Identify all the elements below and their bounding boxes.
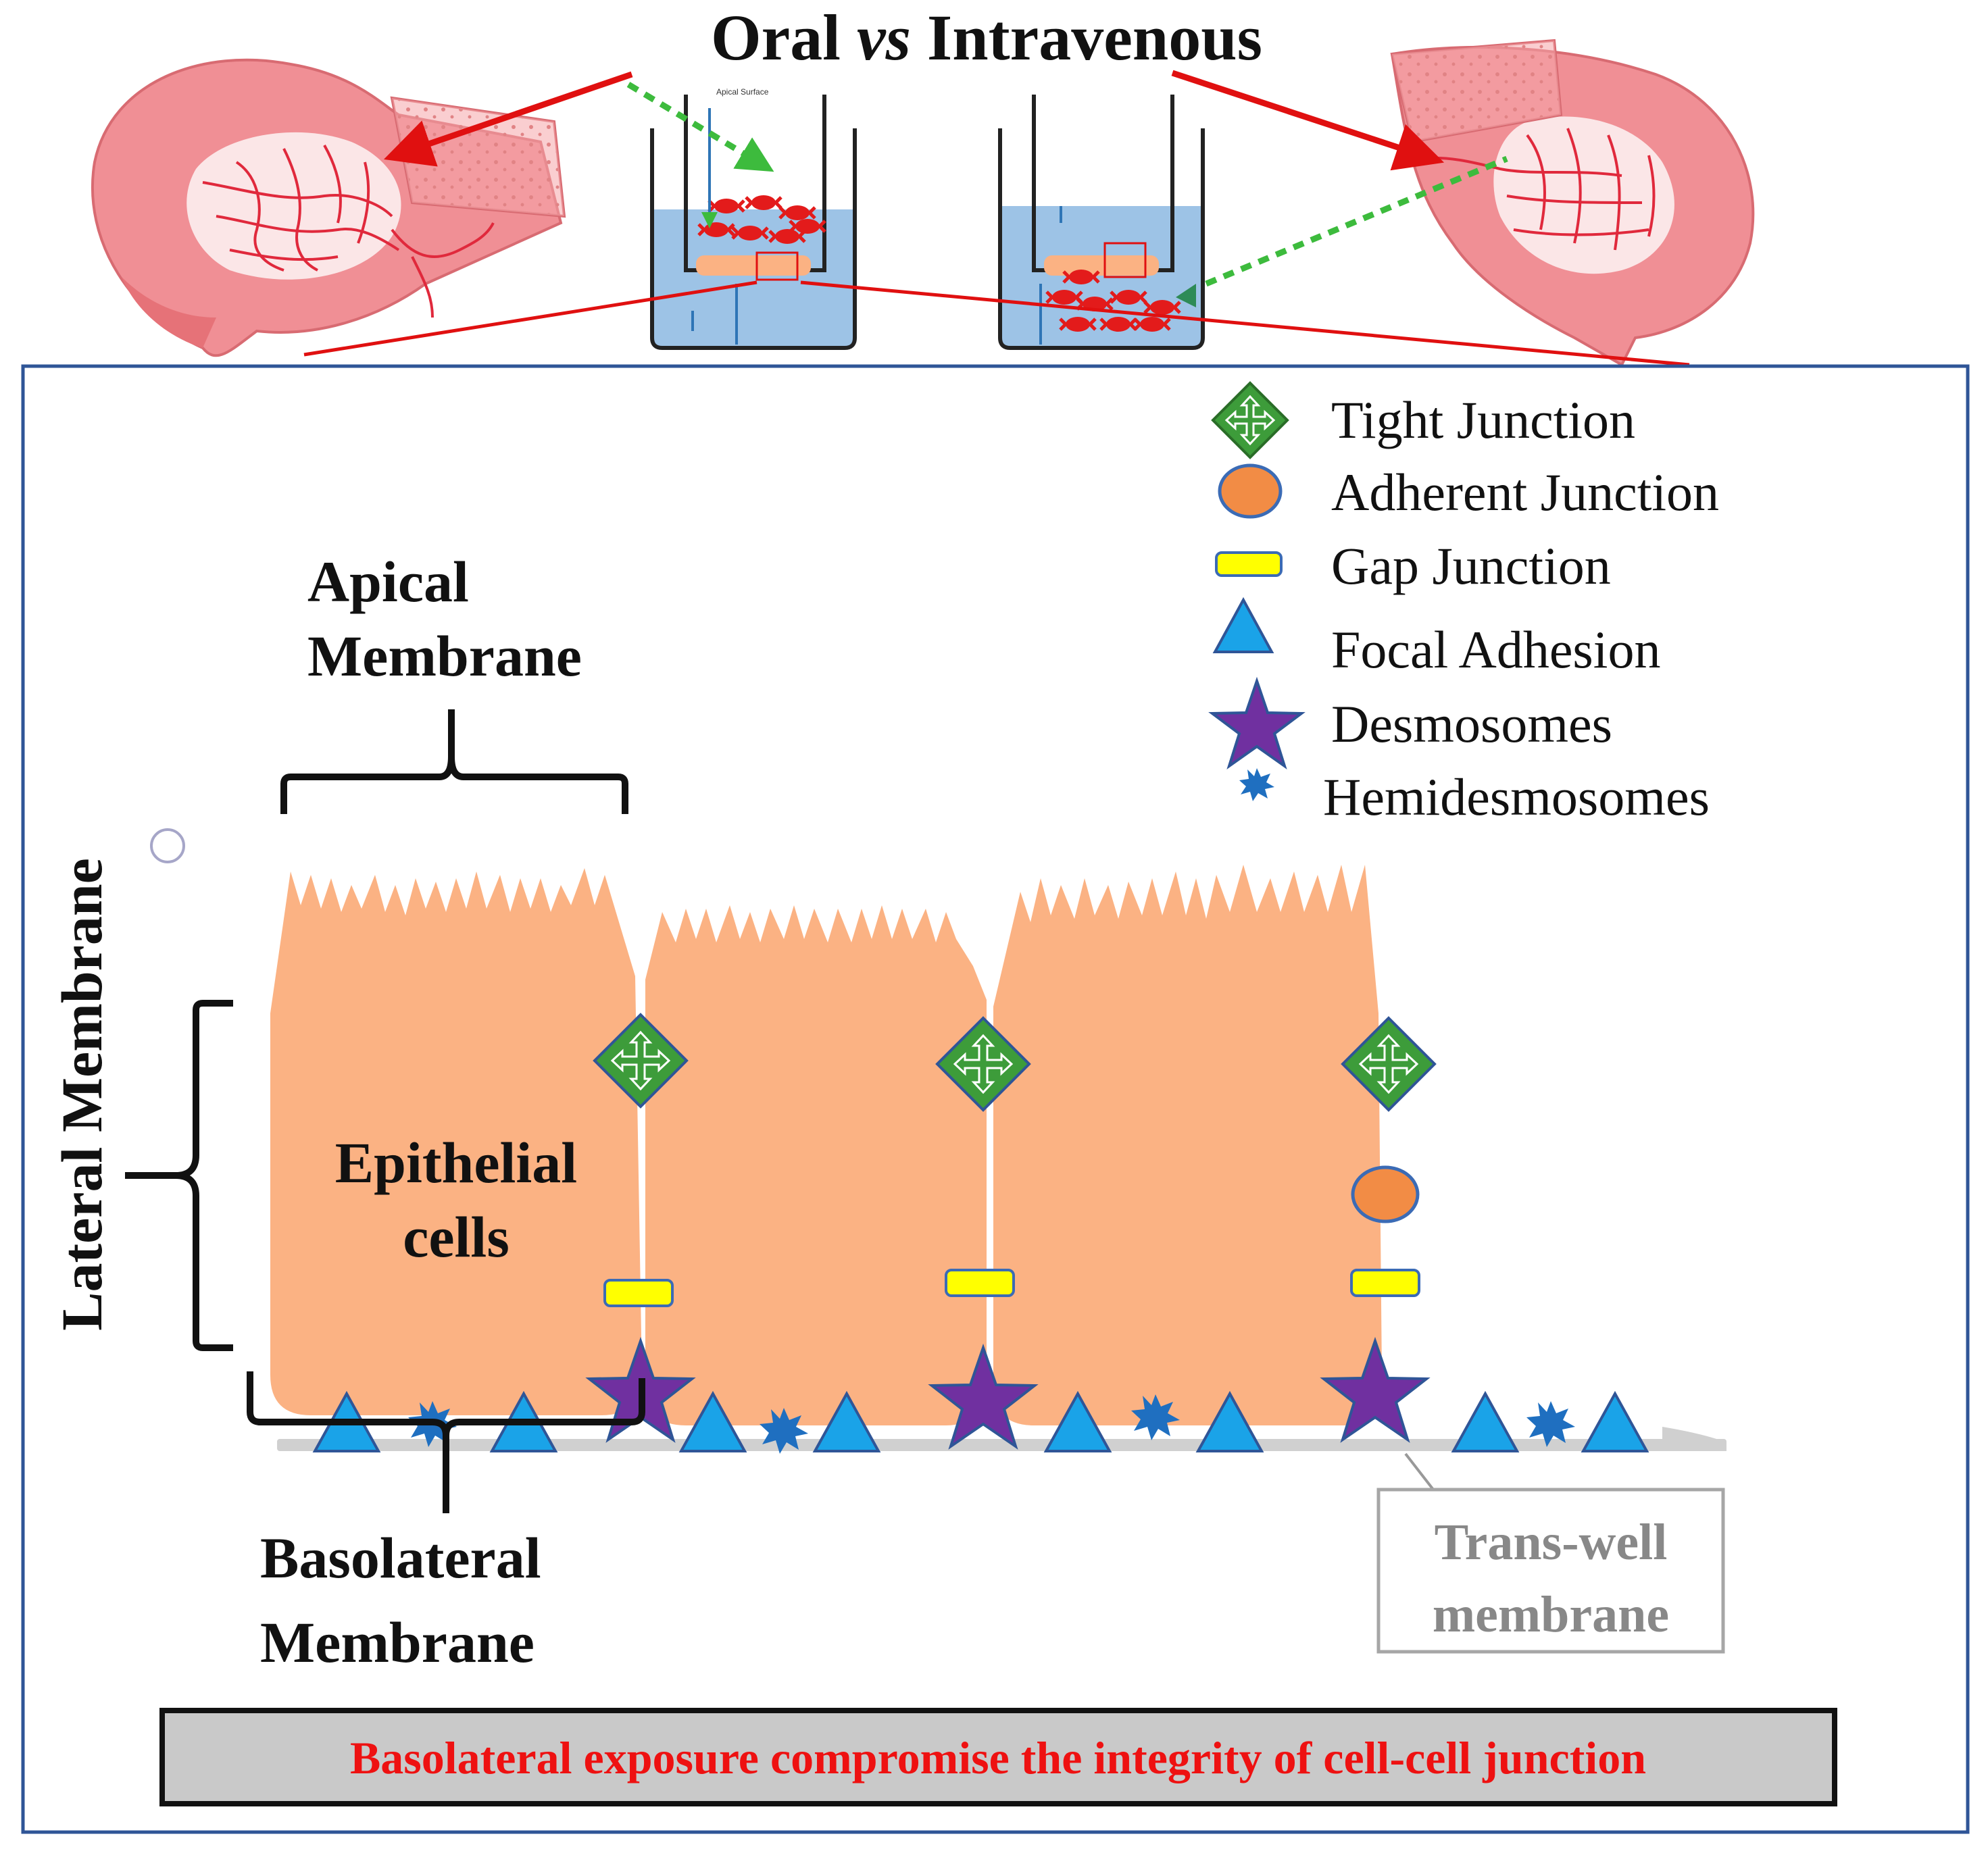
epithelial-cell-1: [270, 868, 642, 1415]
transwell-leader-line: [1404, 1452, 1437, 1494]
desmosome-icon: [1320, 1336, 1431, 1443]
caption-text: Basolateral exposure compromise the inte…: [350, 1732, 1646, 1783]
apical-membrane-label-line2: Membrane: [307, 624, 582, 688]
focal-adhesion-icon: [1212, 597, 1274, 653]
legend-item-hemidesmosomes: Hemidesmosomes: [1239, 767, 1710, 826]
intestine-right-illustration: [1390, 39, 1755, 367]
small-circle-marker: [150, 828, 185, 863]
tight-junction-markers: [593, 1013, 1437, 1112]
basolateral-membrane-label-line1: Basolateral: [260, 1525, 541, 1590]
transwell-apical-exposure: Apical Surface: [650, 87, 857, 350]
legend-item-tight-junction: Tight Junction: [1211, 381, 1635, 459]
hemidesmosome-icon: [760, 1408, 808, 1454]
legend-label: Desmosomes: [1331, 694, 1612, 753]
tight-junction-icon: [935, 1016, 1031, 1112]
hemidesmosome-icon: [1131, 1394, 1180, 1440]
focal-adhesion-icon: [1043, 1390, 1112, 1452]
basolateral-membrane-label-line2: Membrane: [260, 1610, 535, 1675]
legend-label: Tight Junction: [1331, 390, 1635, 449]
lateral-membrane-label: Lateral Membrane: [49, 858, 114, 1331]
legend-label: Adherent Junction: [1331, 463, 1719, 522]
legend-item-desmosomes: Desmosomes: [1208, 676, 1612, 770]
hemidesmosome-icon: [1239, 768, 1274, 801]
epithelial-cell-3: [993, 865, 1382, 1425]
focal-adhesion-markers: [312, 1390, 1649, 1452]
legend-item-focal-adhesion: Focal Adhesion: [1212, 597, 1660, 679]
intestine-left-illustration: [91, 58, 566, 357]
focal-adhesion-icon: [678, 1390, 747, 1452]
gap-junction-icon: [945, 1269, 1015, 1297]
legend-label: Gap Junction: [1331, 536, 1611, 595]
legend-item-adherent-junction: Adherent Junction: [1218, 463, 1719, 522]
gap-junction-icon: [1215, 551, 1283, 577]
well-apical-surface-label: Apical Surface: [716, 87, 769, 97]
desmosome-icon: [1208, 676, 1306, 770]
legend-item-gap-junction: Gap Junction: [1215, 536, 1611, 595]
epithelial-cells-label-line1: Epithelial: [335, 1130, 577, 1195]
desmosome-icon: [928, 1343, 1039, 1450]
legend: Tight Junction Adherent Junction Gap Jun…: [1208, 381, 1719, 826]
legend-label: Focal Adhesion: [1331, 620, 1660, 679]
transwell-label-box: [1376, 1488, 1725, 1654]
main-panel-frame: [21, 364, 1970, 1834]
legend-label: Hemidesmosomes: [1323, 767, 1710, 826]
figure-title: Oral vs Intravenous: [711, 1, 1262, 74]
gap-junction-icon: [603, 1279, 674, 1307]
epithelial-cells-label-line2: cells: [403, 1205, 510, 1269]
apical-membrane-brace: [280, 709, 628, 814]
gap-junction-icon: [1350, 1269, 1420, 1297]
transwell-membrane-strip: [277, 1439, 1726, 1451]
tight-junction-icon: [593, 1013, 689, 1109]
caption-box: [159, 1708, 1837, 1806]
focal-adhesion-icon: [812, 1390, 881, 1452]
adherent-junction-icon: [1351, 1165, 1420, 1223]
apical-membrane-label-line1: Apical: [307, 549, 469, 614]
tight-junction-icon: [1341, 1016, 1437, 1112]
transwell-label-line2: membrane: [1433, 1586, 1669, 1643]
basolateral-membrane-brace: [247, 1371, 645, 1513]
transwell-basolateral-exposure: [998, 95, 1205, 350]
gap-junction-markers: [603, 1269, 1420, 1307]
focal-adhesion-icon: [1581, 1390, 1649, 1452]
focal-adhesion-icon: [1195, 1390, 1264, 1452]
transwell-label-line1: Trans-well: [1435, 1514, 1668, 1571]
hemidesmosome-icon: [1526, 1401, 1575, 1447]
adherent-junction-icon: [1218, 463, 1283, 519]
epithelial-cell-2: [645, 905, 987, 1425]
focal-adhesion-icon: [1451, 1390, 1520, 1452]
lateral-membrane-brace: [125, 1000, 233, 1351]
connecting-arrows: [303, 70, 1690, 367]
tight-junction-icon: [1211, 381, 1289, 459]
